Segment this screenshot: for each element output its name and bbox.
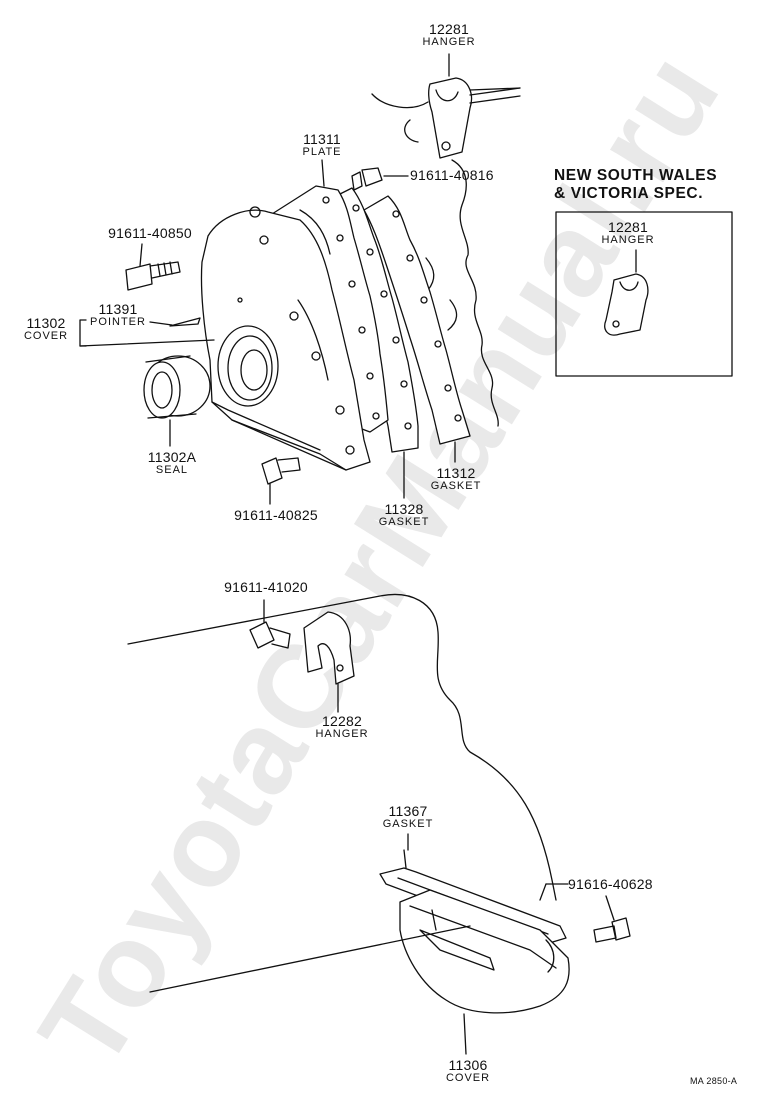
part-name: SEAL <box>155 464 189 476</box>
label-bolt-91616-40628: 91616-40628 <box>568 876 653 892</box>
label-hanger-12281-spec: 12281 HANGER <box>601 220 654 246</box>
spec-note: NEW SOUTH WALES & VICTORIA SPEC. <box>554 167 717 203</box>
part-name: HANGER <box>422 36 476 48</box>
label-bolt-91611-40825: 91611-40825 <box>234 507 318 523</box>
part-name: COVER <box>23 330 69 342</box>
label-seal-11302a: 11302A SEAL <box>148 450 196 476</box>
part-number: 12281 <box>429 21 469 37</box>
cover-11306-part <box>399 889 570 1055</box>
bolt-91611-41020-part <box>249 599 291 649</box>
part-name: HANGER <box>601 234 655 246</box>
part-number: 11306 <box>448 1057 488 1073</box>
label-hanger-12281-top: 12281 HANGER <box>422 22 475 48</box>
part-number: 12281 <box>608 219 648 235</box>
label-hanger-12282: 12282 HANGER <box>315 714 368 740</box>
bolt-91611-40850-part <box>125 243 181 291</box>
part-number: 11328 <box>384 501 424 517</box>
label-pointer-11391: 11391 POINTER <box>90 302 146 328</box>
part-number: 11367 <box>388 803 428 819</box>
part-number: 11312 <box>436 465 476 481</box>
label-bolt-91611-40850: 91611-40850 <box>108 225 192 241</box>
part-name: COVER <box>445 1072 491 1084</box>
part-number: 11302A <box>147 449 197 465</box>
engine-outline-lower <box>127 593 557 901</box>
cover-bracket-leader <box>79 319 215 347</box>
pointer-11391-part <box>149 317 201 327</box>
part-name: PLATE <box>302 146 342 158</box>
part-name: HANGER <box>315 728 369 740</box>
label-cover-11306: 11306 COVER <box>446 1058 490 1084</box>
label-cover-11302: 11302 COVER <box>24 316 68 342</box>
part-name: GASKET <box>382 818 434 830</box>
label-gasket-11367: 11367 GASKET <box>383 804 434 830</box>
hanger-12281-top-part <box>428 53 521 159</box>
hanger-12282-part <box>303 611 355 713</box>
leader-lines <box>149 883 569 993</box>
part-name: GASKET <box>378 516 430 528</box>
part-name: GASKET <box>430 480 482 492</box>
gasket-11312-part <box>363 195 471 463</box>
label-bolt-91611-40816: 91611-40816 <box>410 167 494 183</box>
label-plate-11311: 11311 PLATE <box>302 132 341 158</box>
part-number: 12282 <box>322 713 362 729</box>
bolt-91611-40825-part <box>261 457 301 505</box>
bolt-91611-40816-part <box>351 167 409 191</box>
label-gasket-11328: 11328 GASKET <box>379 502 430 528</box>
part-name: POINTER <box>90 316 146 328</box>
spec-note-line2: & VICTORIA SPEC. <box>554 184 704 202</box>
bolt-91616-40628-part <box>593 895 631 943</box>
part-number: 11311 <box>303 131 341 147</box>
spec-note-line1: NEW SOUTH WALES <box>554 167 718 184</box>
label-bolt-91611-41020: 91611-41020 <box>224 579 308 595</box>
engine-block-outline-upper <box>371 87 521 427</box>
part-number: 11391 <box>98 301 138 317</box>
label-gasket-11312: 11312 GASKET <box>431 466 482 492</box>
seal-11302a-part <box>143 355 211 447</box>
part-number: 11302 <box>26 315 66 331</box>
spec-inset-box <box>555 211 733 377</box>
drawing-reference-code: MA 2850-A <box>690 1076 738 1086</box>
cover-11302-part <box>200 206 371 471</box>
